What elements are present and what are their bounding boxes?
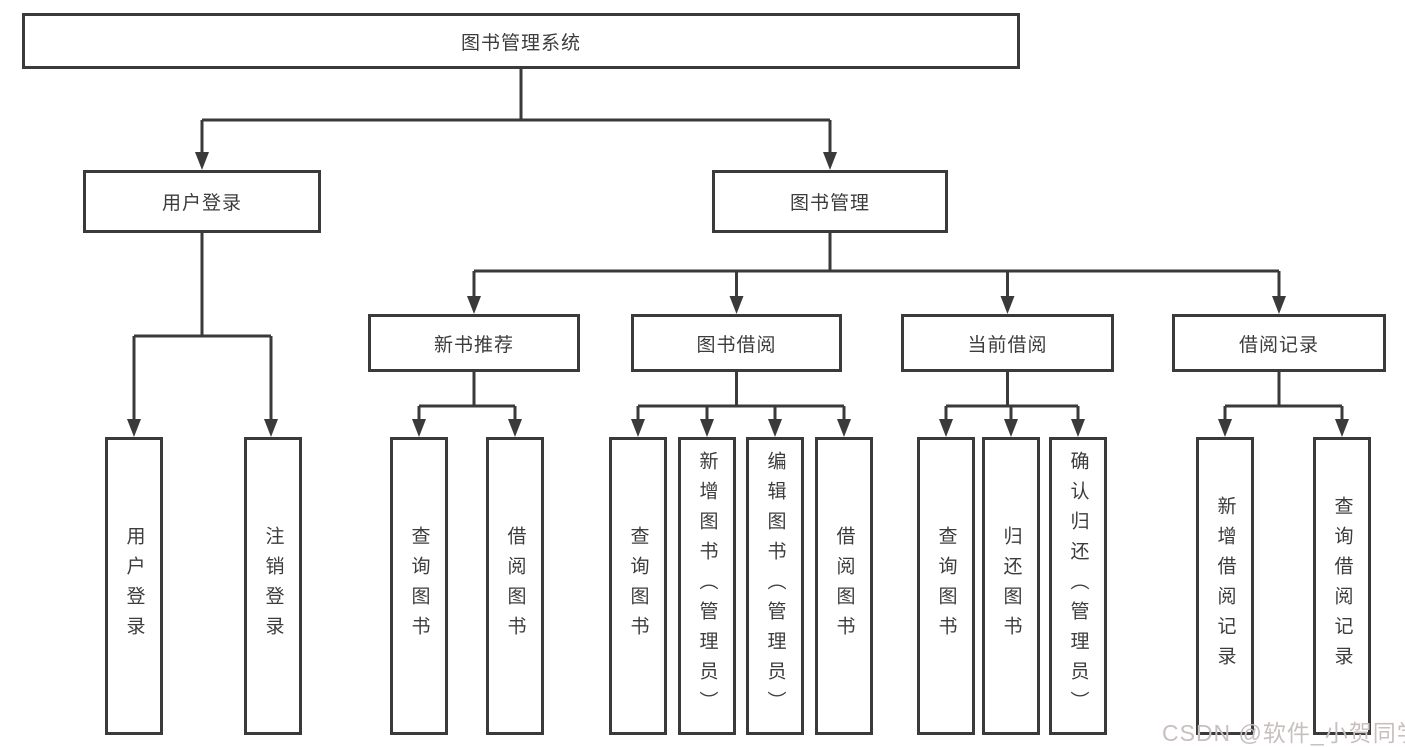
node-label: 查询图书 bbox=[935, 526, 957, 646]
leaf-logout: 注销登录 bbox=[244, 437, 302, 735]
node-current-borrowing: 当前借阅 bbox=[901, 314, 1114, 372]
node-label: 归还图书 bbox=[1000, 526, 1022, 646]
node-label: 编辑图书（管理员） bbox=[764, 451, 786, 721]
leaf-query-book-current: 查询图书 bbox=[917, 437, 975, 735]
connector-user-login-to-leaves bbox=[127, 233, 278, 437]
node-label: 注销登录 bbox=[262, 526, 284, 646]
connector-book-borrow-to-leaves bbox=[631, 372, 851, 437]
node-label: 借阅记录 bbox=[1238, 334, 1319, 356]
node-label: 查询图书 bbox=[627, 526, 649, 646]
node-label: 图书管理系统 bbox=[460, 32, 581, 54]
leaf-query-book-borrowing: 查询图书 bbox=[609, 437, 667, 735]
leaf-borrow-book-borrowing: 借阅图书 bbox=[815, 437, 873, 735]
arrowhead-icon bbox=[768, 419, 782, 437]
node-label: 借阅图书 bbox=[833, 526, 855, 646]
node-label: 查询借阅记录 bbox=[1331, 496, 1353, 676]
node-new-book-recommend: 新书推荐 bbox=[368, 314, 580, 372]
arrowhead-icon bbox=[823, 152, 837, 170]
arrowhead-icon bbox=[264, 419, 278, 437]
leaf-user-login: 用户登录 bbox=[105, 437, 163, 735]
node-label: 确认归还（管理员） bbox=[1067, 451, 1089, 721]
leaf-return-book: 归还图书 bbox=[982, 437, 1040, 735]
arrowhead-icon bbox=[1071, 419, 1085, 437]
leaf-confirm-return-admin: 确认归还（管理员） bbox=[1049, 437, 1107, 735]
node-label: 当前借阅 bbox=[967, 334, 1048, 356]
node-label: 查询图书 bbox=[408, 526, 430, 646]
node-user-login: 用户登录 bbox=[83, 170, 321, 233]
node-label: 用户登录 bbox=[123, 526, 145, 646]
arrowhead-icon bbox=[700, 419, 714, 437]
leaf-query-book-recommend: 查询图书 bbox=[390, 437, 448, 735]
arrowhead-icon bbox=[1335, 419, 1349, 437]
node-borrowing-records: 借阅记录 bbox=[1172, 314, 1386, 372]
node-label: 图书借阅 bbox=[696, 334, 777, 356]
node-label: 新增图书（管理员） bbox=[696, 451, 718, 721]
csdn-watermark: CSDN @软件_小贺同学 bbox=[1162, 720, 1405, 746]
node-root-library-system: 图书管理系统 bbox=[22, 13, 1020, 69]
node-label: 新增借阅记录 bbox=[1214, 496, 1236, 676]
arrowhead-icon bbox=[1000, 296, 1015, 314]
arrowhead-icon bbox=[1272, 296, 1286, 314]
arrowhead-icon bbox=[1004, 419, 1018, 437]
connector-root-to-level2 bbox=[195, 69, 837, 170]
leaf-borrow-book-recommend: 借阅图书 bbox=[486, 437, 544, 735]
arrowhead-icon bbox=[631, 419, 645, 437]
node-label: 用户登录 bbox=[161, 193, 242, 214]
node-book-management: 图书管理 bbox=[712, 170, 948, 233]
arrowhead-icon bbox=[837, 419, 851, 437]
node-label: 新书推荐 bbox=[433, 334, 514, 356]
arrowhead-icon bbox=[729, 296, 744, 314]
node-book-borrowing: 图书借阅 bbox=[631, 314, 842, 372]
arrowhead-icon bbox=[127, 419, 141, 437]
arrowhead-icon bbox=[412, 419, 426, 437]
arrowhead-icon bbox=[939, 419, 953, 437]
node-label: 借阅图书 bbox=[504, 526, 526, 646]
arrowhead-icon bbox=[508, 419, 522, 437]
arrowhead-icon bbox=[195, 152, 209, 170]
arrowhead-icon bbox=[467, 296, 481, 314]
leaf-add-borrow-record: 新增借阅记录 bbox=[1196, 437, 1254, 735]
connector-book-mgmt-to-level3 bbox=[467, 233, 1286, 314]
node-label: 图书管理 bbox=[789, 193, 870, 214]
connector-new-book-to-leaves bbox=[412, 372, 522, 437]
connector-current-borrow-to-leaves bbox=[939, 372, 1085, 437]
leaf-edit-book-admin: 编辑图书（管理员） bbox=[746, 437, 804, 735]
leaf-add-book-admin: 新增图书（管理员） bbox=[678, 437, 736, 735]
leaf-query-borrow-record: 查询借阅记录 bbox=[1313, 437, 1371, 735]
connector-borrow-record-to-leaves bbox=[1218, 372, 1349, 437]
arrowhead-icon bbox=[1218, 419, 1232, 437]
